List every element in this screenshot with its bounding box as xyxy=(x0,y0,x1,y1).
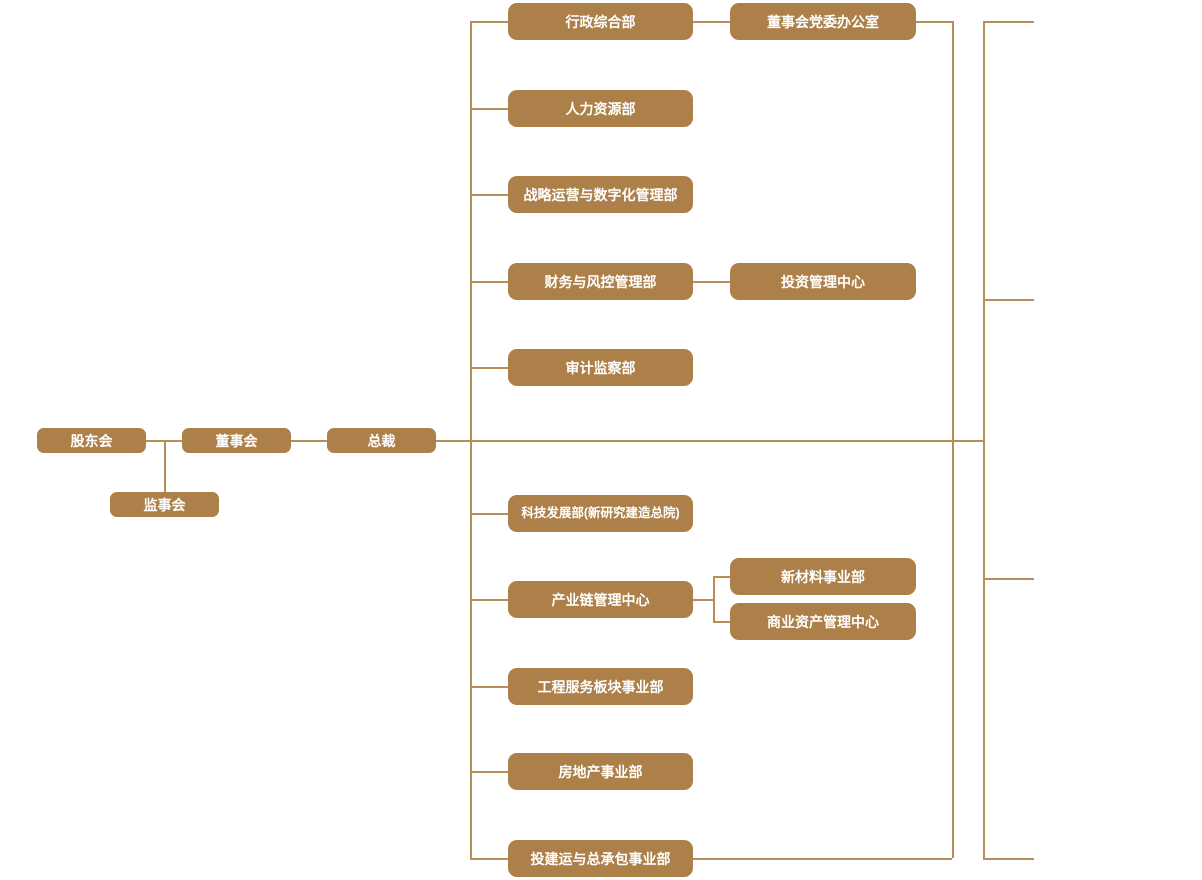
connector-board-president xyxy=(291,440,327,442)
finance-risk-dept-node: 财务与风控管理部 xyxy=(508,263,693,300)
left-bracket-vertical xyxy=(952,21,954,858)
connector-commercial-assets xyxy=(713,621,730,623)
connector-party-office-left-bracket xyxy=(916,21,952,23)
right-bracket-stub-4 xyxy=(983,858,1034,860)
stub-admin-general xyxy=(470,21,508,23)
bracket-industry-chain-children xyxy=(713,576,715,622)
stub-tech-development xyxy=(470,513,508,515)
right-bracket-stub-2 xyxy=(983,299,1034,301)
connector-president-main xyxy=(436,440,983,442)
new-materials-bu-node: 新材料事业部 xyxy=(730,558,916,595)
industry-chain-center-node: 产业链管理中心 xyxy=(508,581,693,618)
connector-supervisory-drop xyxy=(164,440,166,492)
admin-general-dept-node: 行政综合部 xyxy=(508,3,693,40)
shareholders-meeting-node: 股东会 xyxy=(37,428,146,453)
commercial-assets-center-node: 商业资产管理中心 xyxy=(730,603,916,640)
board-party-office-node: 董事会党委办公室 xyxy=(730,3,916,40)
president-node: 总裁 xyxy=(327,428,436,453)
stub-audit xyxy=(470,367,508,369)
stub-industry-chain xyxy=(470,599,508,601)
stub-engineering-services xyxy=(470,686,508,688)
stub-hr xyxy=(470,108,508,110)
stub-real-estate xyxy=(470,771,508,773)
right-bracket-vertical xyxy=(983,21,985,858)
investment-management-center-node: 投资管理中心 xyxy=(730,263,916,300)
supervisory-board-node: 监事会 xyxy=(110,492,219,517)
right-bracket-stub-3 xyxy=(983,578,1034,580)
stub-finance-risk xyxy=(470,281,508,283)
engineering-services-bu-node: 工程服务板块事业部 xyxy=(508,668,693,705)
connector-investment-construction-left-bracket xyxy=(693,858,952,860)
connector-finance-investment-center xyxy=(693,281,730,283)
stub-strategy-digital xyxy=(470,194,508,196)
spine-departments xyxy=(470,21,472,858)
board-of-directors-node: 董事会 xyxy=(182,428,291,453)
hr-dept-node: 人力资源部 xyxy=(508,90,693,127)
investment-construction-bu-node: 投建运与总承包事业部 xyxy=(508,840,693,877)
real-estate-bu-node: 房地产事业部 xyxy=(508,753,693,790)
stub-investment-construction xyxy=(470,858,508,860)
right-bracket-stub-1 xyxy=(983,21,1034,23)
connector-new-materials xyxy=(713,576,730,578)
connector-industry-chain-bracket xyxy=(693,599,713,601)
connector-admin-party-office xyxy=(693,21,730,23)
audit-supervision-dept-node: 审计监察部 xyxy=(508,349,693,386)
tech-development-dept-node: 科技发展部(新研究建造总院) xyxy=(508,495,693,532)
strategy-digital-dept-node: 战略运营与数字化管理部 xyxy=(508,176,693,213)
